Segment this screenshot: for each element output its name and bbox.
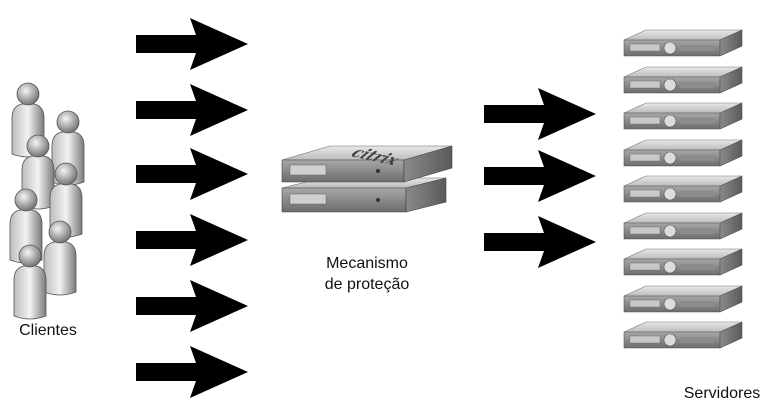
servers-stack [623,29,743,349]
rack-server-icon [623,66,743,94]
outbound-arrow-icon [484,88,596,140]
mechanism-label-line2: de proteção [324,276,410,293]
rack-server-icon [623,102,743,130]
inbound-arrow-icon [136,148,248,200]
rack-server-icon [623,248,743,276]
mechanism-label: Mecanismo de proteção [292,253,442,295]
inbound-arrows [136,18,248,398]
inbound-arrow-icon [136,84,248,136]
clients-label: Clientes [19,322,77,339]
mechanism-label-line1: Mecanismo [326,255,408,272]
client-person-icon [43,220,77,296]
rack-server-icon [623,321,743,349]
inbound-arrow-icon [136,346,248,398]
rack-server-icon [623,175,743,203]
inbound-arrow-icon [136,280,248,332]
rack-server-icon [623,29,743,57]
outbound-arrows [484,88,596,268]
rack-server-icon [623,139,743,167]
outbound-arrow-icon [484,150,596,202]
client-person-icon [13,244,47,320]
inbound-arrow-icon [136,214,248,266]
outbound-arrow-icon [484,216,596,268]
citrix-appliance-icon: citrix [281,144,453,213]
servers-label: Servidores [683,385,761,402]
rack-server-icon [623,285,743,313]
inbound-arrow-icon [136,18,248,70]
clients-group [9,82,85,320]
rack-server-icon [623,212,743,240]
